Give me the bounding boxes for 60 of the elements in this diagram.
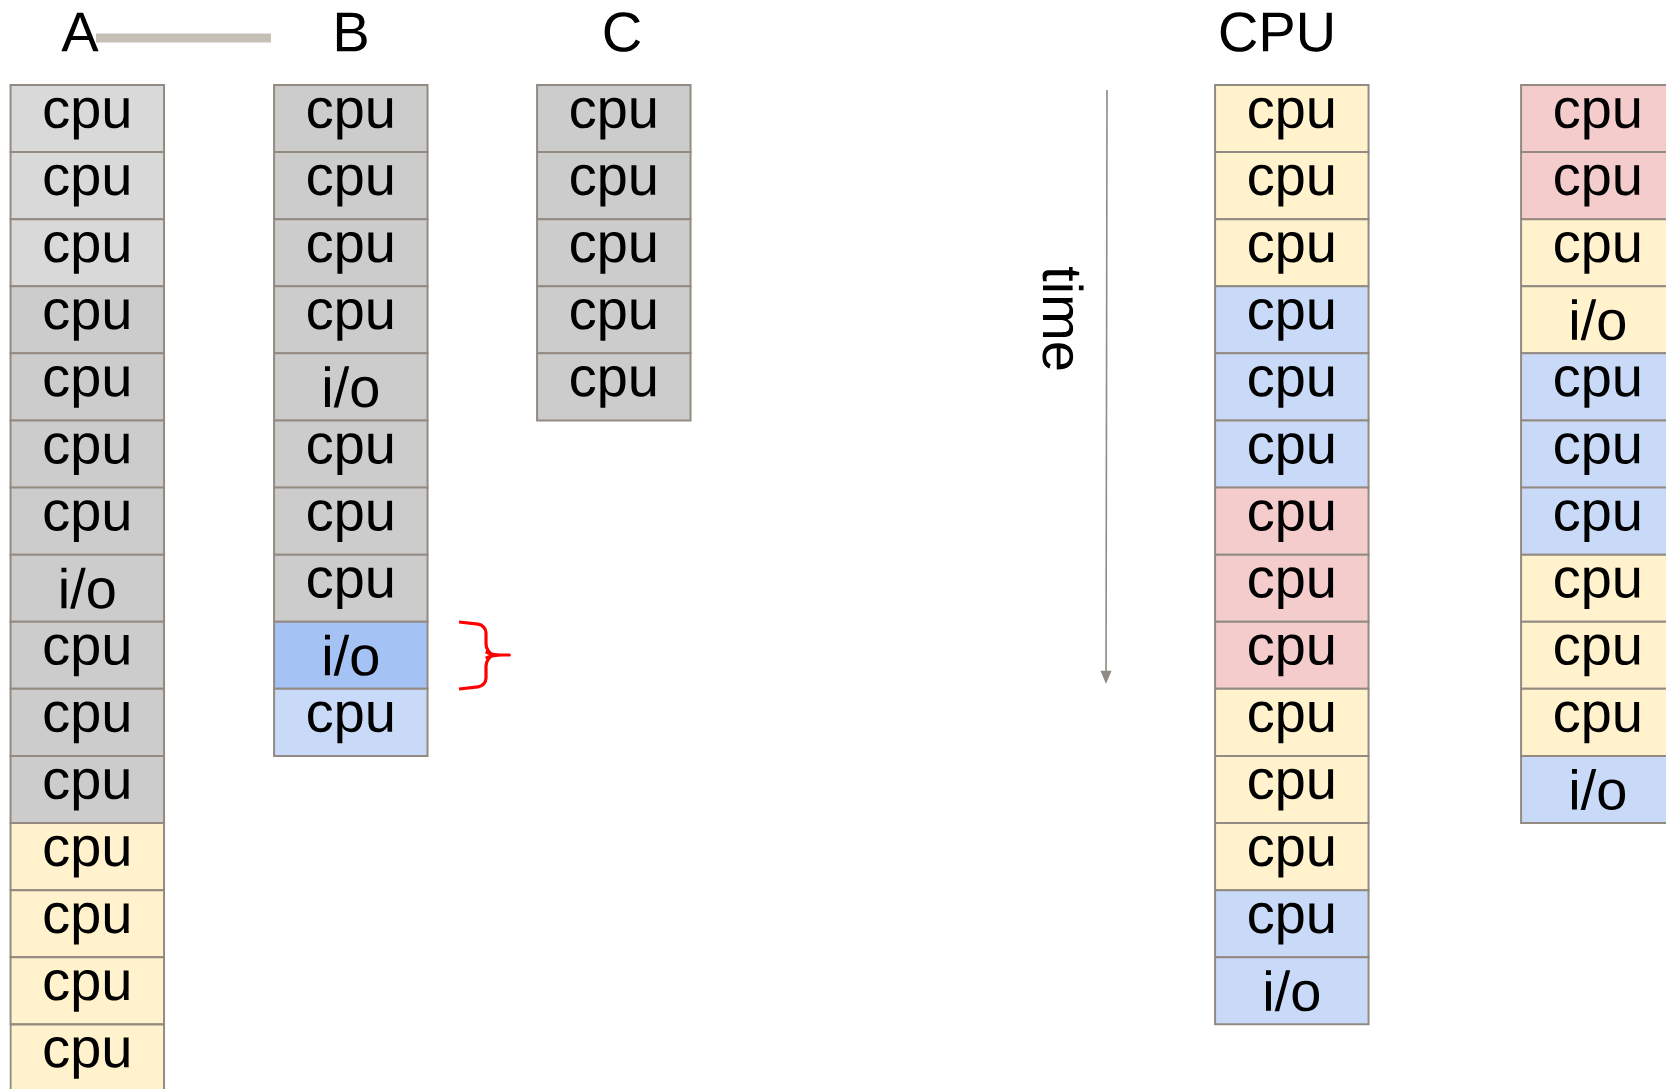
- cell: cpu: [9, 620, 166, 690]
- cell: cpu: [9, 486, 166, 556]
- cell: cpu: [9, 419, 166, 489]
- cell: cpu: [9, 889, 166, 959]
- cell: cpu: [273, 419, 429, 489]
- cell: cpu: [9, 822, 166, 892]
- cell: cpu: [1520, 620, 1666, 690]
- cell: cpu: [1214, 419, 1370, 489]
- cell: i/o: [9, 553, 166, 623]
- cell: cpu: [9, 754, 166, 825]
- cell: cpu: [9, 151, 166, 221]
- cell: cpu: [536, 285, 692, 355]
- column-header: CPU: [1220, 12, 1332, 52]
- cell: cpu: [1520, 419, 1666, 489]
- cell: cpu: [9, 285, 166, 355]
- cell: cpu: [1520, 218, 1666, 288]
- cell: cpu: [273, 486, 429, 556]
- cell: cpu: [1214, 352, 1370, 422]
- cell: cpu: [536, 218, 692, 288]
- cell: cpu: [9, 218, 166, 288]
- cell: cpu: [1214, 822, 1370, 892]
- cell: cpu: [1520, 687, 1666, 757]
- cell: cpu: [1214, 754, 1370, 825]
- cell: cpu: [273, 553, 429, 623]
- cell: cpu: [1520, 352, 1666, 422]
- cell: i/o: [273, 352, 429, 422]
- cell: cpu: [536, 151, 692, 221]
- cell: cpu: [536, 83, 692, 154]
- cell: cpu: [1520, 553, 1666, 623]
- cell: cpu: [9, 1023, 166, 1089]
- cell: cpu: [1214, 151, 1370, 221]
- cell: cpu: [1214, 889, 1370, 959]
- cell: cpu: [1520, 486, 1666, 556]
- cell: cpu: [273, 151, 429, 221]
- axis-label: time: [1042, 266, 1084, 370]
- cell: cpu: [273, 83, 429, 154]
- cell: cpu: [1214, 687, 1370, 757]
- cell: cpu: [1214, 285, 1370, 355]
- cell: cpu: [1214, 486, 1370, 556]
- column-header: C: [604, 12, 641, 52]
- cell: cpu: [9, 83, 166, 154]
- cell: cpu: [1520, 151, 1666, 221]
- cell: cpu: [273, 687, 429, 757]
- cell: cpu: [1214, 218, 1370, 288]
- cell: cpu: [1214, 83, 1370, 154]
- column-header: A: [61, 12, 99, 52]
- cell: cpu: [1520, 83, 1666, 154]
- cell: cpu: [1214, 553, 1370, 623]
- cell: cpu: [1214, 620, 1370, 690]
- cell: cpu: [9, 352, 166, 422]
- cell: i/o: [1214, 956, 1370, 1026]
- cell: cpu: [273, 285, 429, 355]
- cell: cpu: [9, 956, 166, 1026]
- cell: cpu: [273, 218, 429, 288]
- column-header: B: [336, 12, 367, 52]
- cell: i/o: [1520, 754, 1666, 825]
- cell: cpu: [9, 687, 166, 757]
- cell: i/o: [273, 620, 429, 690]
- cell: i/o: [1520, 285, 1666, 355]
- cell: cpu: [536, 352, 692, 422]
